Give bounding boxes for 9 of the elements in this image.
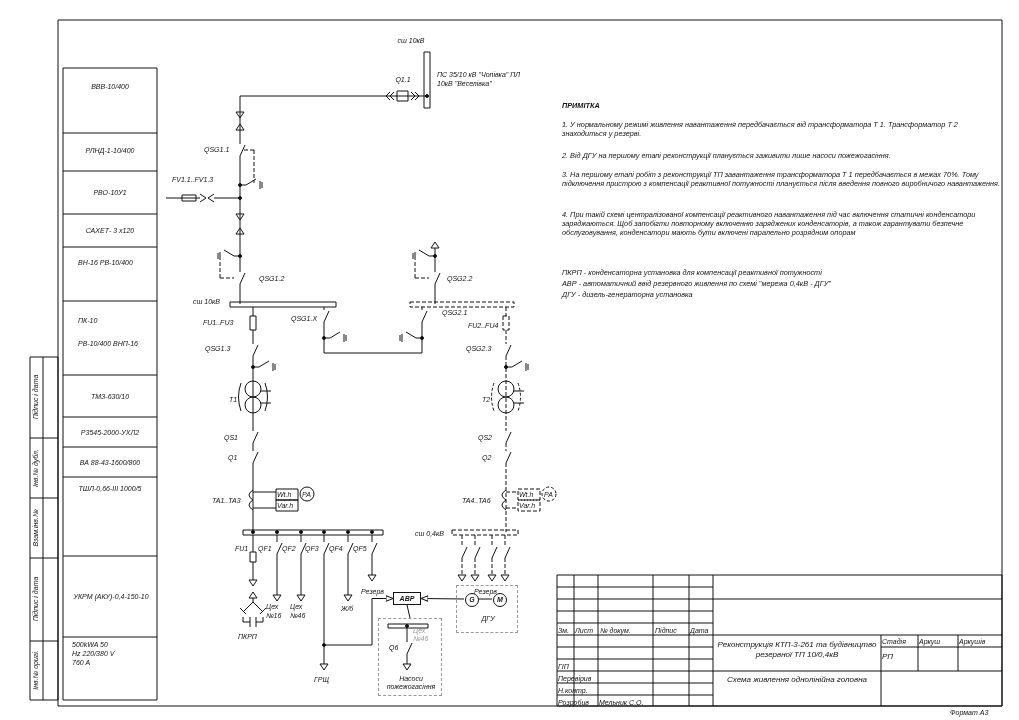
- title-block-text: Схема живлення однолінійна головна: [726, 675, 868, 685]
- connector-line: [477, 598, 493, 600]
- title-block-text: РП: [882, 652, 894, 662]
- title-block-text: Реконструкція КТП-3-261 та будівництво резервної ТП 10/0,4кВ: [716, 640, 878, 660]
- connector-line: [406, 604, 411, 619]
- connector-line: [420, 595, 465, 602]
- generator-set-box: [456, 585, 518, 633]
- pump-panel-box: [378, 618, 442, 696]
- connector-line: [323, 595, 394, 646]
